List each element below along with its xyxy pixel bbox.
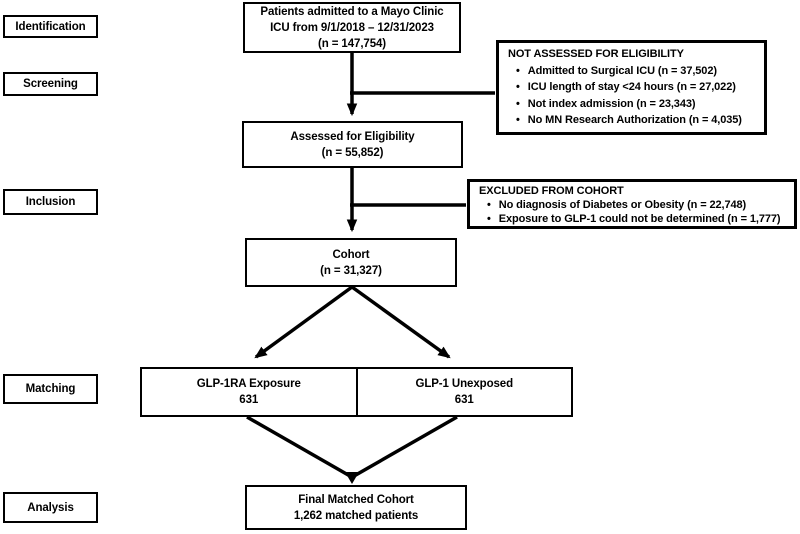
list-item: Not index admission (n = 23,343) <box>504 96 760 113</box>
stage-label-text: Screening <box>23 78 78 90</box>
list-item: No diagnosis of Diabetes or Obesity (n =… <box>475 198 790 212</box>
arrow-cohort-to-unexposed <box>350 285 451 359</box>
list-item: Admitted to Surgical ICU (n = 37,502) <box>504 63 760 80</box>
cohort-box: Cohort (n = 31,327) <box>245 238 457 287</box>
excluded-title: EXCLUDED FROM COHORT <box>479 185 624 197</box>
stage-label-screening: Screening <box>3 72 98 96</box>
population-line: (n = 147,754) <box>317 37 387 50</box>
connector-unexposed-to-final <box>353 415 458 478</box>
stage-label-text: Matching <box>25 383 76 395</box>
stage-label-text: Inclusion <box>25 196 76 208</box>
final-line: Final Matched Cohort <box>298 493 414 506</box>
assessed-line: Assessed for Eligibility <box>290 130 415 143</box>
not-assessed-box: NOT ASSESSED FOR ELIGIBILITY Admitted to… <box>496 40 767 135</box>
glp1-unexposed-box: GLP-1 Unexposed 631 <box>358 369 572 415</box>
population-line: ICU from 9/1/2018 – 12/31/2023 <box>270 21 434 34</box>
cohort-line: (n = 31,327) <box>320 264 382 277</box>
excluded-box: EXCLUDED FROM COHORT No diagnosis of Dia… <box>467 179 797 229</box>
stage-label-matching: Matching <box>3 374 98 404</box>
list-item: No MN Research Authorization (n = 4,035) <box>504 112 760 129</box>
list-item: Exposure to GLP-1 could not be determine… <box>475 212 790 226</box>
assessed-box: Assessed for Eligibility (n = 55,852) <box>242 121 463 168</box>
assessed-line: (n = 55,852) <box>321 146 384 159</box>
population-box: Patients admitted to a Mayo Clinic ICU f… <box>243 2 461 53</box>
arrow-cohort-to-exposure <box>254 285 354 359</box>
final-cohort-box: Final Matched Cohort 1,262 matched patie… <box>245 485 467 530</box>
stage-label-text: Analysis <box>27 501 74 514</box>
final-line: 1,262 matched patients <box>293 509 419 522</box>
connector-exposure-to-final <box>246 415 351 478</box>
list-item: ICU length of stay <24 hours (n = 27,022… <box>504 79 760 96</box>
exposure-count: 631 <box>239 394 259 406</box>
glp1ra-exposure-box: GLP-1RA Exposure 631 <box>142 369 358 415</box>
matching-row: GLP-1RA Exposure 631 GLP-1 Unexposed 631 <box>140 367 573 417</box>
stage-label-inclusion: Inclusion <box>3 189 98 215</box>
population-line: Patients admitted to a Mayo Clinic <box>260 5 444 18</box>
stage-label-text: Identification <box>15 20 86 33</box>
unexposed-line: GLP-1 Unexposed <box>415 378 514 390</box>
cohort-line: Cohort <box>332 248 370 261</box>
stage-label-analysis: Analysis <box>3 492 98 523</box>
not-assessed-title: NOT ASSESSED FOR ELIGIBILITY <box>508 48 684 60</box>
arrowhead-final <box>345 472 359 484</box>
not-assessed-list: Admitted to Surgical ICU (n = 37,502) IC… <box>504 63 760 129</box>
exposure-line: GLP-1RA Exposure <box>196 378 301 390</box>
unexposed-count: 631 <box>454 394 474 406</box>
excluded-list: No diagnosis of Diabetes or Obesity (n =… <box>475 198 790 226</box>
stage-label-identification: Identification <box>3 15 98 38</box>
